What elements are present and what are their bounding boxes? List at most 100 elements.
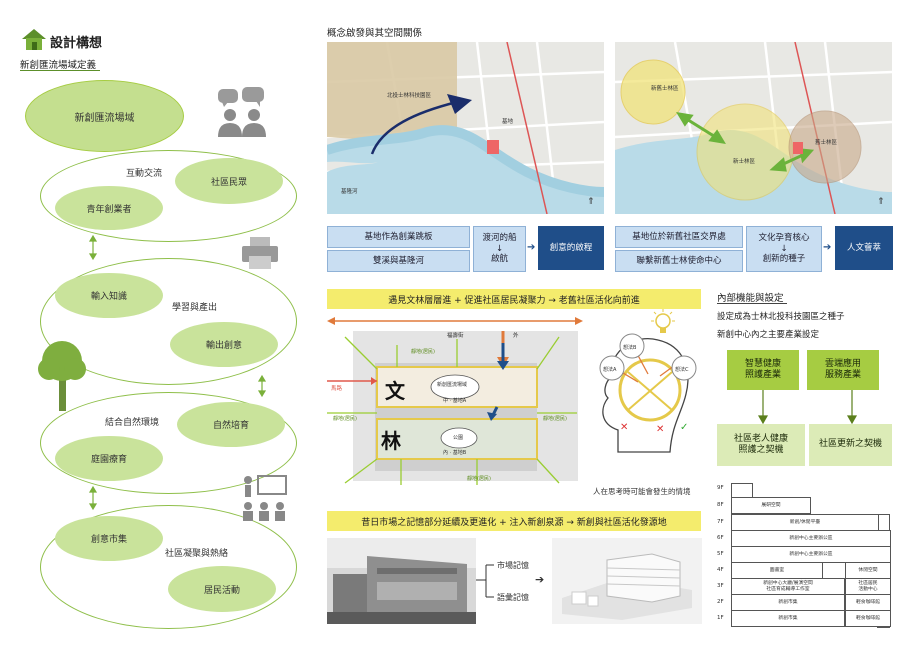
cell-8f: 展研空間 [731,497,811,514]
cell-4f-right: 休閒空間 [845,562,891,579]
node-4a-label: 創意市集 [90,535,127,545]
north-arrow-icon-2: ⇑ [877,197,885,207]
diagram-char-top: 文 [385,379,405,403]
cell-5f: 新創中心主要辦公區 [731,546,891,563]
cell-2f-right-text: 輕食咖啡館 [856,599,880,605]
row1-left-bottom-text: 雙溪與基隆河 [372,255,424,266]
page-title: 設計構想 [50,36,103,51]
node-4b: 居民活動 [168,566,276,612]
row1-mid-bottom-text: 啟航 [490,254,508,265]
section3-banner-text: 昔日市場之記憶部分延續及更進化 + 注入新創泉源 → 新創與社區活化發源地 [361,517,667,528]
cell-4f-left: 圖書室 [731,562,823,579]
node-3b: 庭園療育 [55,436,163,481]
group-label-2: 學習與產出 [172,303,218,313]
row1-mid-arrow: ↓ [495,243,504,254]
diagram-top-road: 福壽街 [447,333,464,339]
section2-banner: 遇見文林層層進 + 促進社區居民凝聚力 → 老舊社區活化向前進 [327,289,701,309]
memory-label-1: 市場記憶 [497,561,529,570]
row2-mid: 文化孕育核心 ↓ 創新的種子 [746,226,822,272]
floor-outline-9f [731,483,753,498]
industry-box-1: 智慧健康 照護產業 [727,350,799,390]
row1-arrow-icon: ➔ [527,242,536,253]
cell-2f-right: 輕食咖啡館 [845,594,891,611]
node-2b: 輸出創意 [170,322,278,367]
wenlin-diagram: 文 林 福壽街 外 馬路 靜地(居民) 靜地(居民) 靜地(居民) 靜地(居民)… [327,315,587,495]
svg-text:✕: ✕ [656,424,664,435]
subtitle-underline [20,70,100,71]
row1-mid-top-text: 渡河的船 [482,233,517,244]
map1-road-label: 基隆河 [341,189,358,195]
row2-right: 人文薈萃 [835,226,893,270]
cell-7f-text: 新創/休閒平臺 [789,519,821,525]
model-photo [552,538,702,624]
section2-banner-text: 遇見文林層層進 + 促進社區居民凝聚力 → 老舊社區活化向前進 [388,295,640,306]
idea-b: 想法B [623,345,637,351]
group-ring-2 [40,258,297,385]
diagram-residents-2: 靜地(居民) [333,416,357,422]
diagram-outside: 外 [513,333,519,339]
memory-arrow-icon: ➔ [535,573,545,586]
tree-icon [35,335,90,413]
section3-banner: 昔日市場之記憶部分延續及更進化 + 注入新創泉源 → 新創與社區活化發源地 [327,511,701,531]
cell-3f-mid-text: 新創中心大廳/展演空間 社區育成輔導工作室 [763,581,813,592]
node-3a-label: 自然培育 [212,421,249,431]
memory-label-2: 語彙記憶 [497,593,529,602]
svg-text:✕: ✕ [620,422,628,433]
node-2b-label: 輸出創意 [205,341,242,351]
internal-line1: 設定成為士林北投科技園區之種子 [717,312,845,322]
cell-7f: 新創/休閒平臺 [731,514,879,531]
diagram-center-bottom-sub: 內 · 基地B [443,450,467,456]
site-map-2: 新舊士林區 新士林區 舊士林區 ⇑ [615,42,892,214]
floor-9f: 9F [717,485,724,491]
page-subtitle: 新創匯流場域定義 [20,60,97,71]
row2-mid-top-text: 文化孕育核心 [758,233,810,244]
floor-3f: 3F [717,583,724,589]
diagram-center-bottom: 公園 [453,435,464,441]
group-label-3: 結合自然環境 [105,418,160,428]
row2-left-bottom-text: 聯繫新舊士林使命中心 [636,255,722,266]
market-photo [327,538,476,624]
north-arrow-icon: ⇑ [587,197,595,207]
group-ring-3 [40,392,297,494]
cell-3f-mid: 新創中心大廳/展演空間 社區育成輔導工作室 [731,578,845,595]
cell-5f-text: 新創中心主要辦公區 [789,551,833,557]
floor-1f: 1F [717,615,724,621]
internal-title: 內部機能與設定 [717,293,784,304]
left-connectors [88,234,267,511]
cell-3f-right: 社區居民 活動中心 [845,578,891,595]
idea-a: 想法A [603,367,617,373]
house-logo-icon [20,27,48,51]
map2-label-3: 舊士林區 [815,140,838,146]
diagram-center-top: 新創匯流場域 [437,382,468,388]
concept-title: 概念啟發與其空間關係 [327,28,423,39]
node-3b-label: 庭園療育 [90,455,127,465]
internal-connectors [757,390,858,424]
diagram-residents-1: 靜地(居民) [411,349,435,355]
row2-left-bottom: 聯繫新舊士林使命中心 [615,250,743,272]
node-2a-label: 輸入知識 [90,292,127,302]
cell-3f-right-text: 社區居民 活動中心 [858,581,878,592]
node-4a: 創意市集 [55,516,163,561]
thinking-head-illustration: ✕ ✕ ✓ 想法A 想法B 想法C [588,312,706,462]
floor-7f: 7F [717,519,724,525]
diagram-char-bottom: 林 [381,429,401,453]
internal-line2: 新創中心內之主要產業設定 [717,330,820,340]
group-label-1: 互動交流 [126,169,163,179]
map1-site-label: 基地 [502,119,514,125]
industry-box-1-text: 智慧健康 照護產業 [744,358,781,380]
row2-mid-arrow: ↓ [780,243,788,254]
node-4b-label: 居民活動 [203,585,240,596]
opportunity-box-2: 社區更新之契機 [809,424,892,466]
head-caption: 人在思考時可能會發生的情境 [593,487,691,496]
diagram-residents-3: 靜地(居民) [543,416,567,422]
svg-text:✓: ✓ [680,422,688,433]
idea-c: 想法C [675,367,689,373]
opportunity-box-1-text: 社區老人健康 照護之契機 [733,433,788,455]
floor-4f: 4F [717,567,724,573]
row2-left-top-text: 基地位於新舊社區交界處 [632,231,726,242]
row1-left-top: 基地作為創業跳板 [327,226,470,248]
industry-box-2-text: 雲端應用 服務產業 [824,358,861,380]
top-node: 新創匯流場域 [25,80,184,152]
site-map-1: 北投士林科技園區 基地 基隆河 ⇑ [327,42,604,214]
cell-2f-mid: 新創市集 [731,594,845,611]
